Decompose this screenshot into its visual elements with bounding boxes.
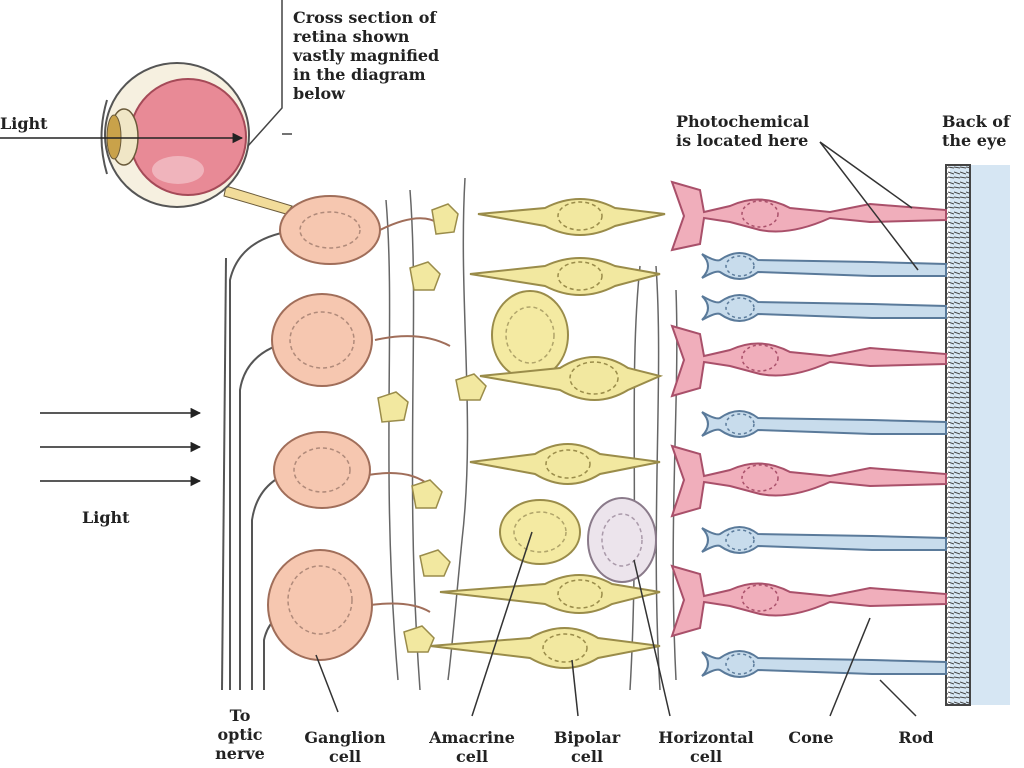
cone-cell [670, 324, 947, 398]
rod-cell [701, 294, 947, 322]
synaptic-knobs [377, 203, 487, 653]
callout-line-cross-section [247, 0, 283, 147]
light-arrows-left [40, 407, 202, 487]
amacrine-cells [491, 290, 581, 565]
rod-cell [701, 650, 947, 678]
rod-cell [701, 410, 947, 438]
horizontal-cell-label: Horizontal cell [658, 728, 754, 766]
leader-lines [315, 141, 919, 717]
cone-cell [670, 564, 947, 638]
leader-rod [879, 679, 917, 717]
cone-cell [670, 180, 947, 252]
eyeball-highlight [152, 156, 204, 184]
cone-cell [670, 444, 947, 518]
bipolar-cell [469, 257, 661, 296]
light-label-left: Light [82, 508, 130, 527]
back-of-eye-label: Back of the eye [942, 112, 1010, 150]
leader-photochemical-cone [819, 141, 913, 209]
light-label-top: Light [0, 114, 48, 133]
cone-label: Cone [788, 728, 834, 747]
bipolar-cell [477, 198, 666, 236]
photochemical-label: Photochemical is located here [676, 112, 810, 150]
leader-ganglion [315, 654, 339, 713]
photoreceptors [670, 180, 947, 678]
horizontal-cell [587, 497, 657, 583]
back-of-eye-layer [945, 164, 1010, 706]
bipolar-cell [429, 627, 661, 669]
to-optic-nerve-label: To optic nerve [215, 706, 265, 763]
amacrine-cell [499, 499, 581, 565]
ganglion-cell [273, 431, 371, 509]
ganglion-cells [267, 195, 451, 661]
iris [106, 114, 122, 160]
leader-cone [829, 617, 871, 717]
bipolar-cell-label: Bipolar cell [553, 728, 621, 766]
ganglion-cell [279, 195, 381, 265]
bipolar-cell [469, 443, 661, 485]
eyeball-inset [100, 62, 293, 215]
rod-label: Rod [898, 728, 934, 747]
rod-cell [701, 252, 947, 280]
ganglion-cell [267, 549, 373, 661]
plexiform-strands [385, 177, 678, 691]
leader-bipolar [571, 659, 579, 717]
rod-cell [701, 526, 947, 554]
amacrine-cell-label: Amacrine cell [429, 728, 515, 766]
leader-horizontal [633, 559, 671, 717]
bipolar-cell [439, 574, 661, 614]
cornea [100, 99, 108, 175]
leader-photochemical-rod [819, 141, 919, 271]
leader-amacrine [471, 531, 533, 717]
optic-nerve-stalk [223, 185, 293, 215]
back-of-eye-tissue [945, 164, 971, 706]
ganglion-cell-label: Ganglion cell [304, 728, 386, 766]
cross-section-note: Cross section of retina shown vastly mag… [293, 8, 440, 103]
bipolar-cells [429, 198, 666, 669]
bipolar-cell [479, 356, 664, 401]
amacrine-cell [491, 290, 569, 380]
ganglion-cell [271, 293, 373, 387]
